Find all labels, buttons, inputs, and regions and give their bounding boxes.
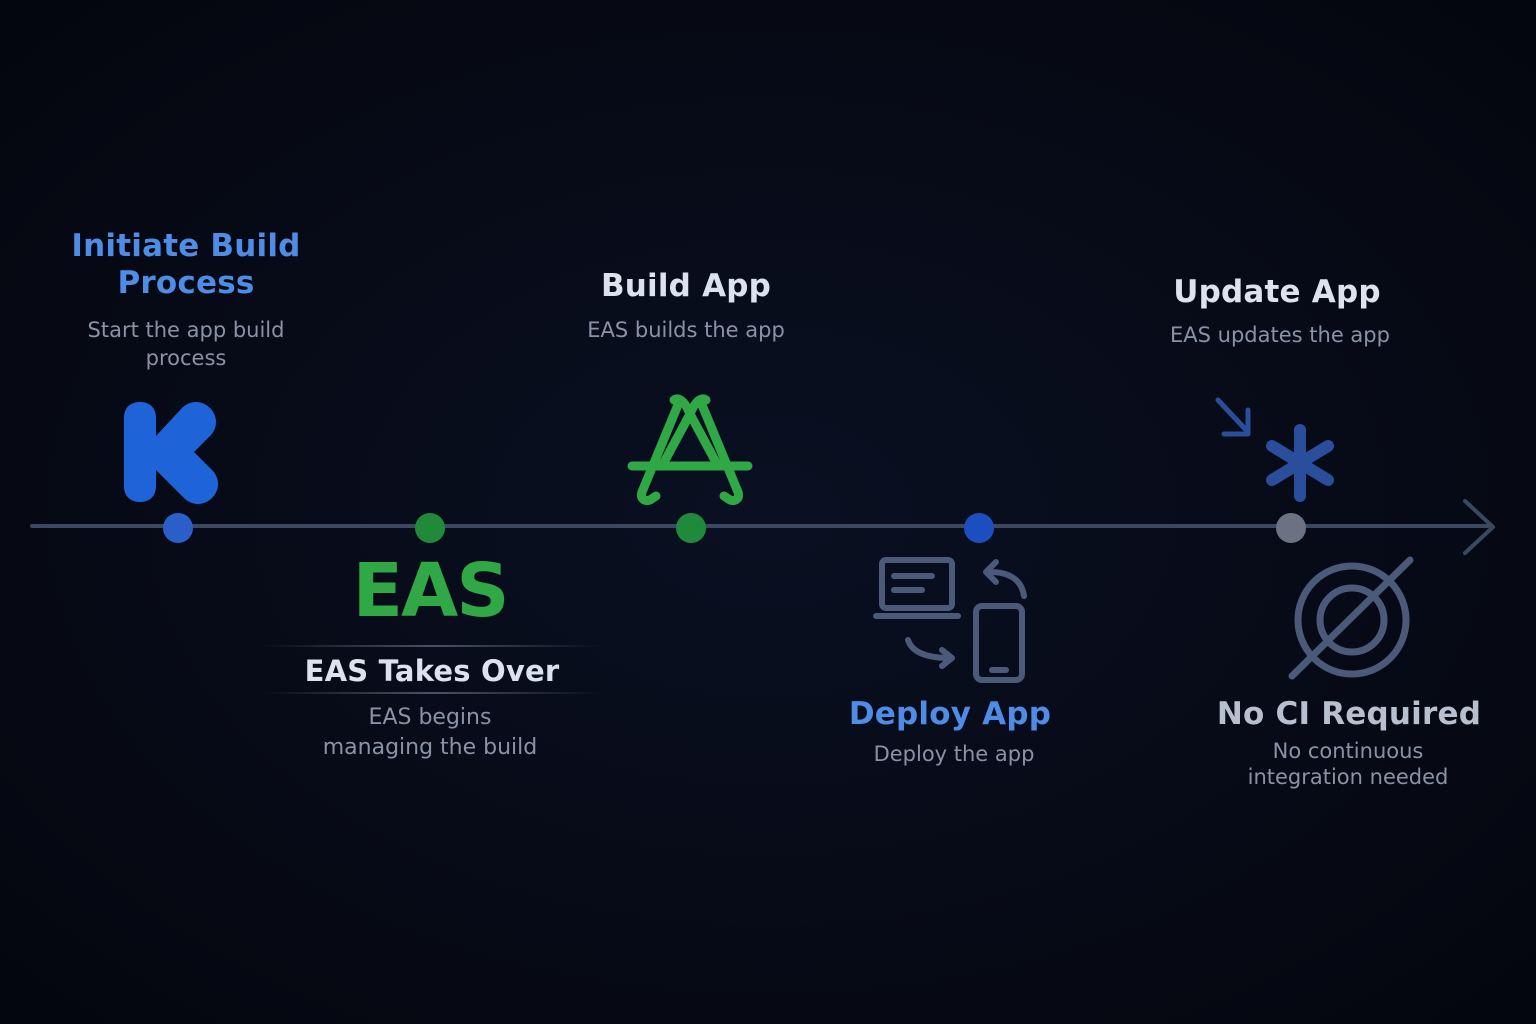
timeline-dot-eas bbox=[415, 513, 445, 543]
timeline-dot-initiate bbox=[163, 513, 193, 543]
step-build-title: Build App bbox=[600, 268, 772, 304]
eas-separator-top bbox=[262, 645, 602, 647]
eas-logo: EAS bbox=[352, 548, 509, 634]
step-eas-description: EAS begins managing the build bbox=[322, 705, 538, 760]
timeline-arrow-icon bbox=[1463, 499, 1495, 555]
step-deploy-description: Deploy the app bbox=[873, 742, 1035, 766]
asterisk-arrow-icon bbox=[1215, 397, 1334, 502]
timeline-dot-deploy bbox=[964, 513, 994, 543]
timeline-dot-build bbox=[676, 513, 706, 543]
step-update-title: Update App bbox=[1173, 274, 1381, 310]
step-initiate-title: Initiate Build Process bbox=[71, 228, 301, 302]
laptop-phone-sync-icon bbox=[873, 557, 1027, 683]
timeline-dot-update bbox=[1276, 513, 1306, 543]
step-build-description: EAS builds the app bbox=[587, 318, 785, 342]
kickstarter-k-icon bbox=[124, 402, 218, 504]
step-update-description: EAS updates the app bbox=[1170, 323, 1390, 347]
eas-separator-bottom bbox=[262, 692, 602, 694]
app-store-icon bbox=[627, 394, 753, 505]
step-deploy-title: Deploy App bbox=[848, 696, 1052, 732]
no-ci-icon bbox=[1288, 556, 1414, 680]
step-noci-description: No continuous integration needed bbox=[1247, 739, 1449, 790]
timeline-line bbox=[30, 524, 1490, 528]
step-noci-title: No CI Required bbox=[1216, 696, 1482, 732]
step-eas-title: EAS Takes Over bbox=[304, 654, 560, 688]
step-initiate-description: Start the app build process bbox=[87, 318, 285, 371]
